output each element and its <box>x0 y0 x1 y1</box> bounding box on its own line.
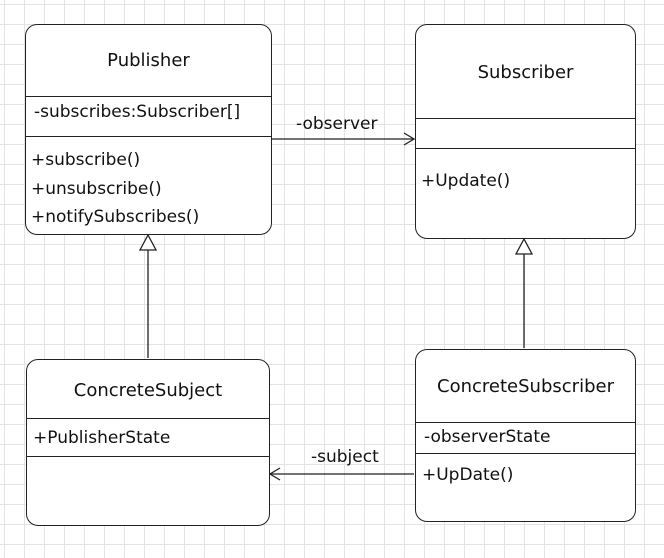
class-name: ConcreteSubscriber <box>437 376 614 397</box>
association-publisher-to-subscriber <box>271 132 416 146</box>
divider <box>26 136 271 137</box>
operation: +subscribe() <box>31 150 141 170</box>
divider <box>27 418 269 419</box>
operation: +unsubscribe() <box>31 179 162 199</box>
attribute: +PublisherState <box>33 428 171 448</box>
class-name: Subscriber <box>477 62 574 83</box>
operation: +Update() <box>421 171 511 191</box>
attribute: -subscribes:Subscriber[] <box>34 102 241 122</box>
observer-association-label: -observer <box>296 114 378 134</box>
open-arrowhead-icon <box>268 467 281 481</box>
subject-association-label: -subject <box>311 447 379 467</box>
divider <box>416 148 635 149</box>
operation: +notifySubscribes() <box>31 207 200 227</box>
subscriber-class[interactable]: Subscriber +Update() <box>415 24 636 239</box>
class-name: Publisher <box>107 50 190 71</box>
generalization-arrowhead-icon <box>514 237 534 255</box>
divider <box>416 453 635 454</box>
association-concrete-subscriber-to-concrete-subject <box>268 467 414 481</box>
concrete-subject-class[interactable]: ConcreteSubject +PublisherState <box>26 359 270 526</box>
generalization-arrowhead-icon <box>138 233 158 251</box>
open-arrowhead-icon <box>403 132 416 146</box>
inheritance-concrete-subject-to-publisher <box>138 233 158 358</box>
concrete-subscriber-class[interactable]: ConcreteSubscriber -observerState +UpDat… <box>415 349 636 522</box>
divider <box>26 96 271 97</box>
inheritance-concrete-subscriber-to-subscriber <box>514 237 534 348</box>
publisher-class[interactable]: Publisher -subscribes:Subscriber[] +subs… <box>25 24 272 235</box>
operation: +UpDate() <box>422 465 514 485</box>
divider <box>416 422 635 423</box>
divider <box>27 456 269 457</box>
attribute: -observerState <box>424 427 551 447</box>
divider <box>416 118 635 119</box>
class-name: ConcreteSubject <box>73 380 223 401</box>
